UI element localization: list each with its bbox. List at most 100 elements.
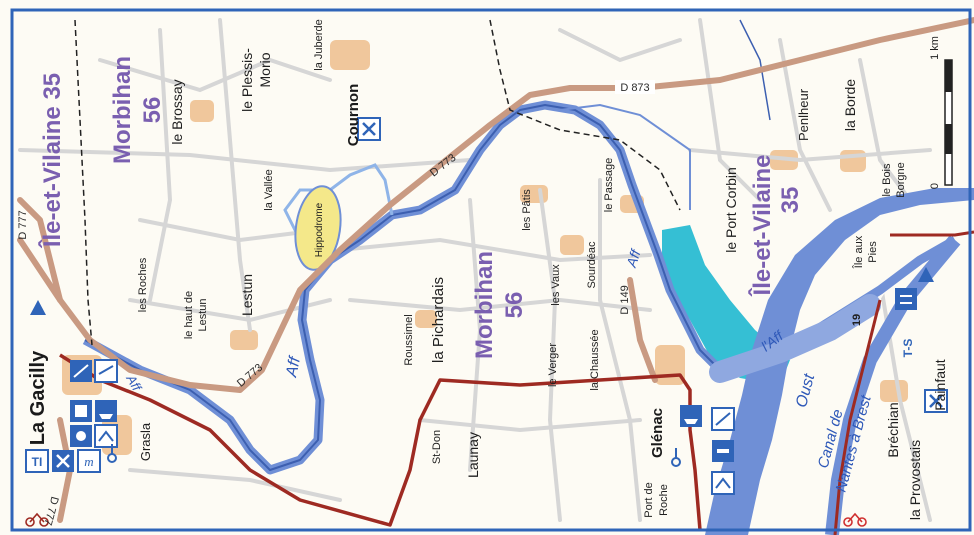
canoe-icon	[94, 359, 118, 383]
minor-road	[18, 148, 472, 173]
restaurant-icon-painfaut	[924, 389, 948, 413]
minor-road	[858, 58, 912, 202]
village-patch	[880, 380, 908, 402]
department-morbihan-center: Morbihan	[471, 251, 498, 359]
svg-text:m: m	[84, 454, 93, 469]
lock-number-19: 19	[851, 314, 863, 326]
place-port-de-roche-line2: Roche	[658, 484, 670, 516]
place-les-vaux: les Vaux	[550, 264, 562, 306]
picnic-icon-glenac	[712, 440, 734, 462]
minor-road	[538, 188, 562, 522]
village-patch	[330, 40, 370, 70]
village-patch	[560, 235, 584, 255]
restaurant-icon-cournon	[357, 117, 381, 141]
fishing-icon	[70, 360, 92, 382]
ts-badge-text: T-S	[901, 339, 915, 358]
cycle-route-canal	[833, 299, 882, 535]
stream	[559, 103, 691, 210]
village-patch	[415, 310, 437, 328]
scale-label-zero: 0	[929, 183, 941, 189]
cafe-icon	[70, 425, 92, 447]
place-le-haut-de-lestun-line1: le haut de	[183, 291, 195, 339]
river-label-aff-east: Aff	[623, 246, 644, 270]
craft-icon: m	[77, 449, 101, 473]
campsite-icon-east	[918, 267, 934, 282]
place-ile-aux-pies-line2: Pies	[867, 241, 879, 263]
minor-road	[128, 468, 342, 502]
town-cournon: Cournon	[345, 84, 362, 146]
key-icon-glenac	[671, 448, 681, 467]
boat-icon	[95, 400, 117, 422]
minor-road	[418, 418, 642, 433]
bicycle-icon-west	[25, 512, 49, 527]
place-la-vallee: la Vallée	[263, 169, 275, 210]
village-patch	[190, 100, 214, 122]
town-la-gacilly: La Gacilly	[27, 350, 49, 445]
department-boundary-east	[489, 19, 681, 211]
place-le-haut-de-lestun-line2: Lestun	[197, 298, 209, 331]
department-ille-east-number: 35	[777, 187, 804, 214]
place-roussimel: Roussimel	[403, 314, 415, 365]
place-lestun: Lestun	[239, 274, 255, 316]
accommodation-icon	[94, 424, 118, 448]
place-les-roches: les Roches	[137, 257, 149, 312]
accommodation-icon-glenac	[711, 471, 735, 495]
place-la-pichardais: la Pichardais	[430, 277, 447, 363]
restaurant-icon	[52, 450, 74, 472]
svg-text:TI: TI	[32, 455, 43, 469]
place-le-plessis-morio-line1: le Plessis-	[239, 48, 255, 112]
road-d149	[627, 277, 658, 383]
stream	[283, 163, 394, 241]
department-ille-east: Île-et-Vilaine	[748, 155, 776, 297]
fishing-icon-glenac	[711, 407, 735, 431]
minor-road	[778, 38, 832, 212]
place-le-passage: le Passage	[603, 158, 615, 212]
town-glenac: Glénac	[649, 408, 666, 458]
place-le-bois-borgne-line1: le Bois	[881, 163, 893, 197]
minor-road	[98, 57, 332, 93]
road-label-d777-north: D 777	[17, 210, 29, 239]
place-painfaut: Painfaut	[932, 359, 948, 410]
place-port-de-roche-line1: Port de	[643, 482, 655, 517]
place-la-chaussee: la Chaussée	[589, 329, 601, 390]
department-morbihan-west-number: 56	[139, 97, 166, 124]
minor-road	[698, 18, 762, 202]
place-brechian: Bréchian	[885, 402, 901, 457]
place-penlheur: Penlheur	[796, 88, 811, 141]
place-ile-aux-pies-line1: Île aux	[852, 235, 865, 269]
scale-bar-segment	[945, 60, 952, 92]
road-label-d873: D 873	[620, 82, 649, 94]
scale-label-top: 1 km	[929, 36, 941, 60]
road-label-bg	[615, 80, 655, 94]
department-morbihan-west: Morbihan	[109, 56, 136, 164]
place-la-borde: la Borde	[842, 79, 858, 131]
place-le-plessis-morio-line2: Morio	[257, 52, 273, 87]
road-label-d149: D 149	[619, 285, 631, 314]
hippodrome-track	[294, 185, 342, 271]
minor-road	[338, 237, 652, 263]
ts-badge: T-S	[901, 339, 915, 358]
road-d773-d873	[17, 17, 974, 393]
department-boundary-west	[74, 19, 93, 346]
village-patch	[655, 345, 685, 385]
river-label-aff-center: Aff	[283, 354, 304, 379]
place-le-brossay: le Brossay	[169, 79, 185, 144]
stream	[739, 19, 771, 121]
place-les-patis: les Pâtis	[521, 189, 533, 231]
campsite-icon	[30, 300, 46, 315]
key-icon-gacilly	[107, 444, 117, 463]
department-morbihan-center-number: 56	[501, 292, 528, 319]
place-le-port-corbin: le Port Corbin	[723, 167, 739, 253]
map-border-gap	[600, 0, 740, 8]
minor-road	[148, 28, 173, 302]
aff-river-edge	[84, 104, 721, 471]
boat-icon-glenac	[680, 405, 702, 427]
minor-road	[218, 18, 252, 332]
place-hippodrome: Hippodrome	[314, 202, 325, 257]
department-ille-west: Île-et-Vilaine 35	[38, 73, 66, 248]
map-border	[10, 8, 972, 532]
road-d777	[17, 197, 63, 303]
place-le-verger: le Verger	[547, 343, 559, 387]
